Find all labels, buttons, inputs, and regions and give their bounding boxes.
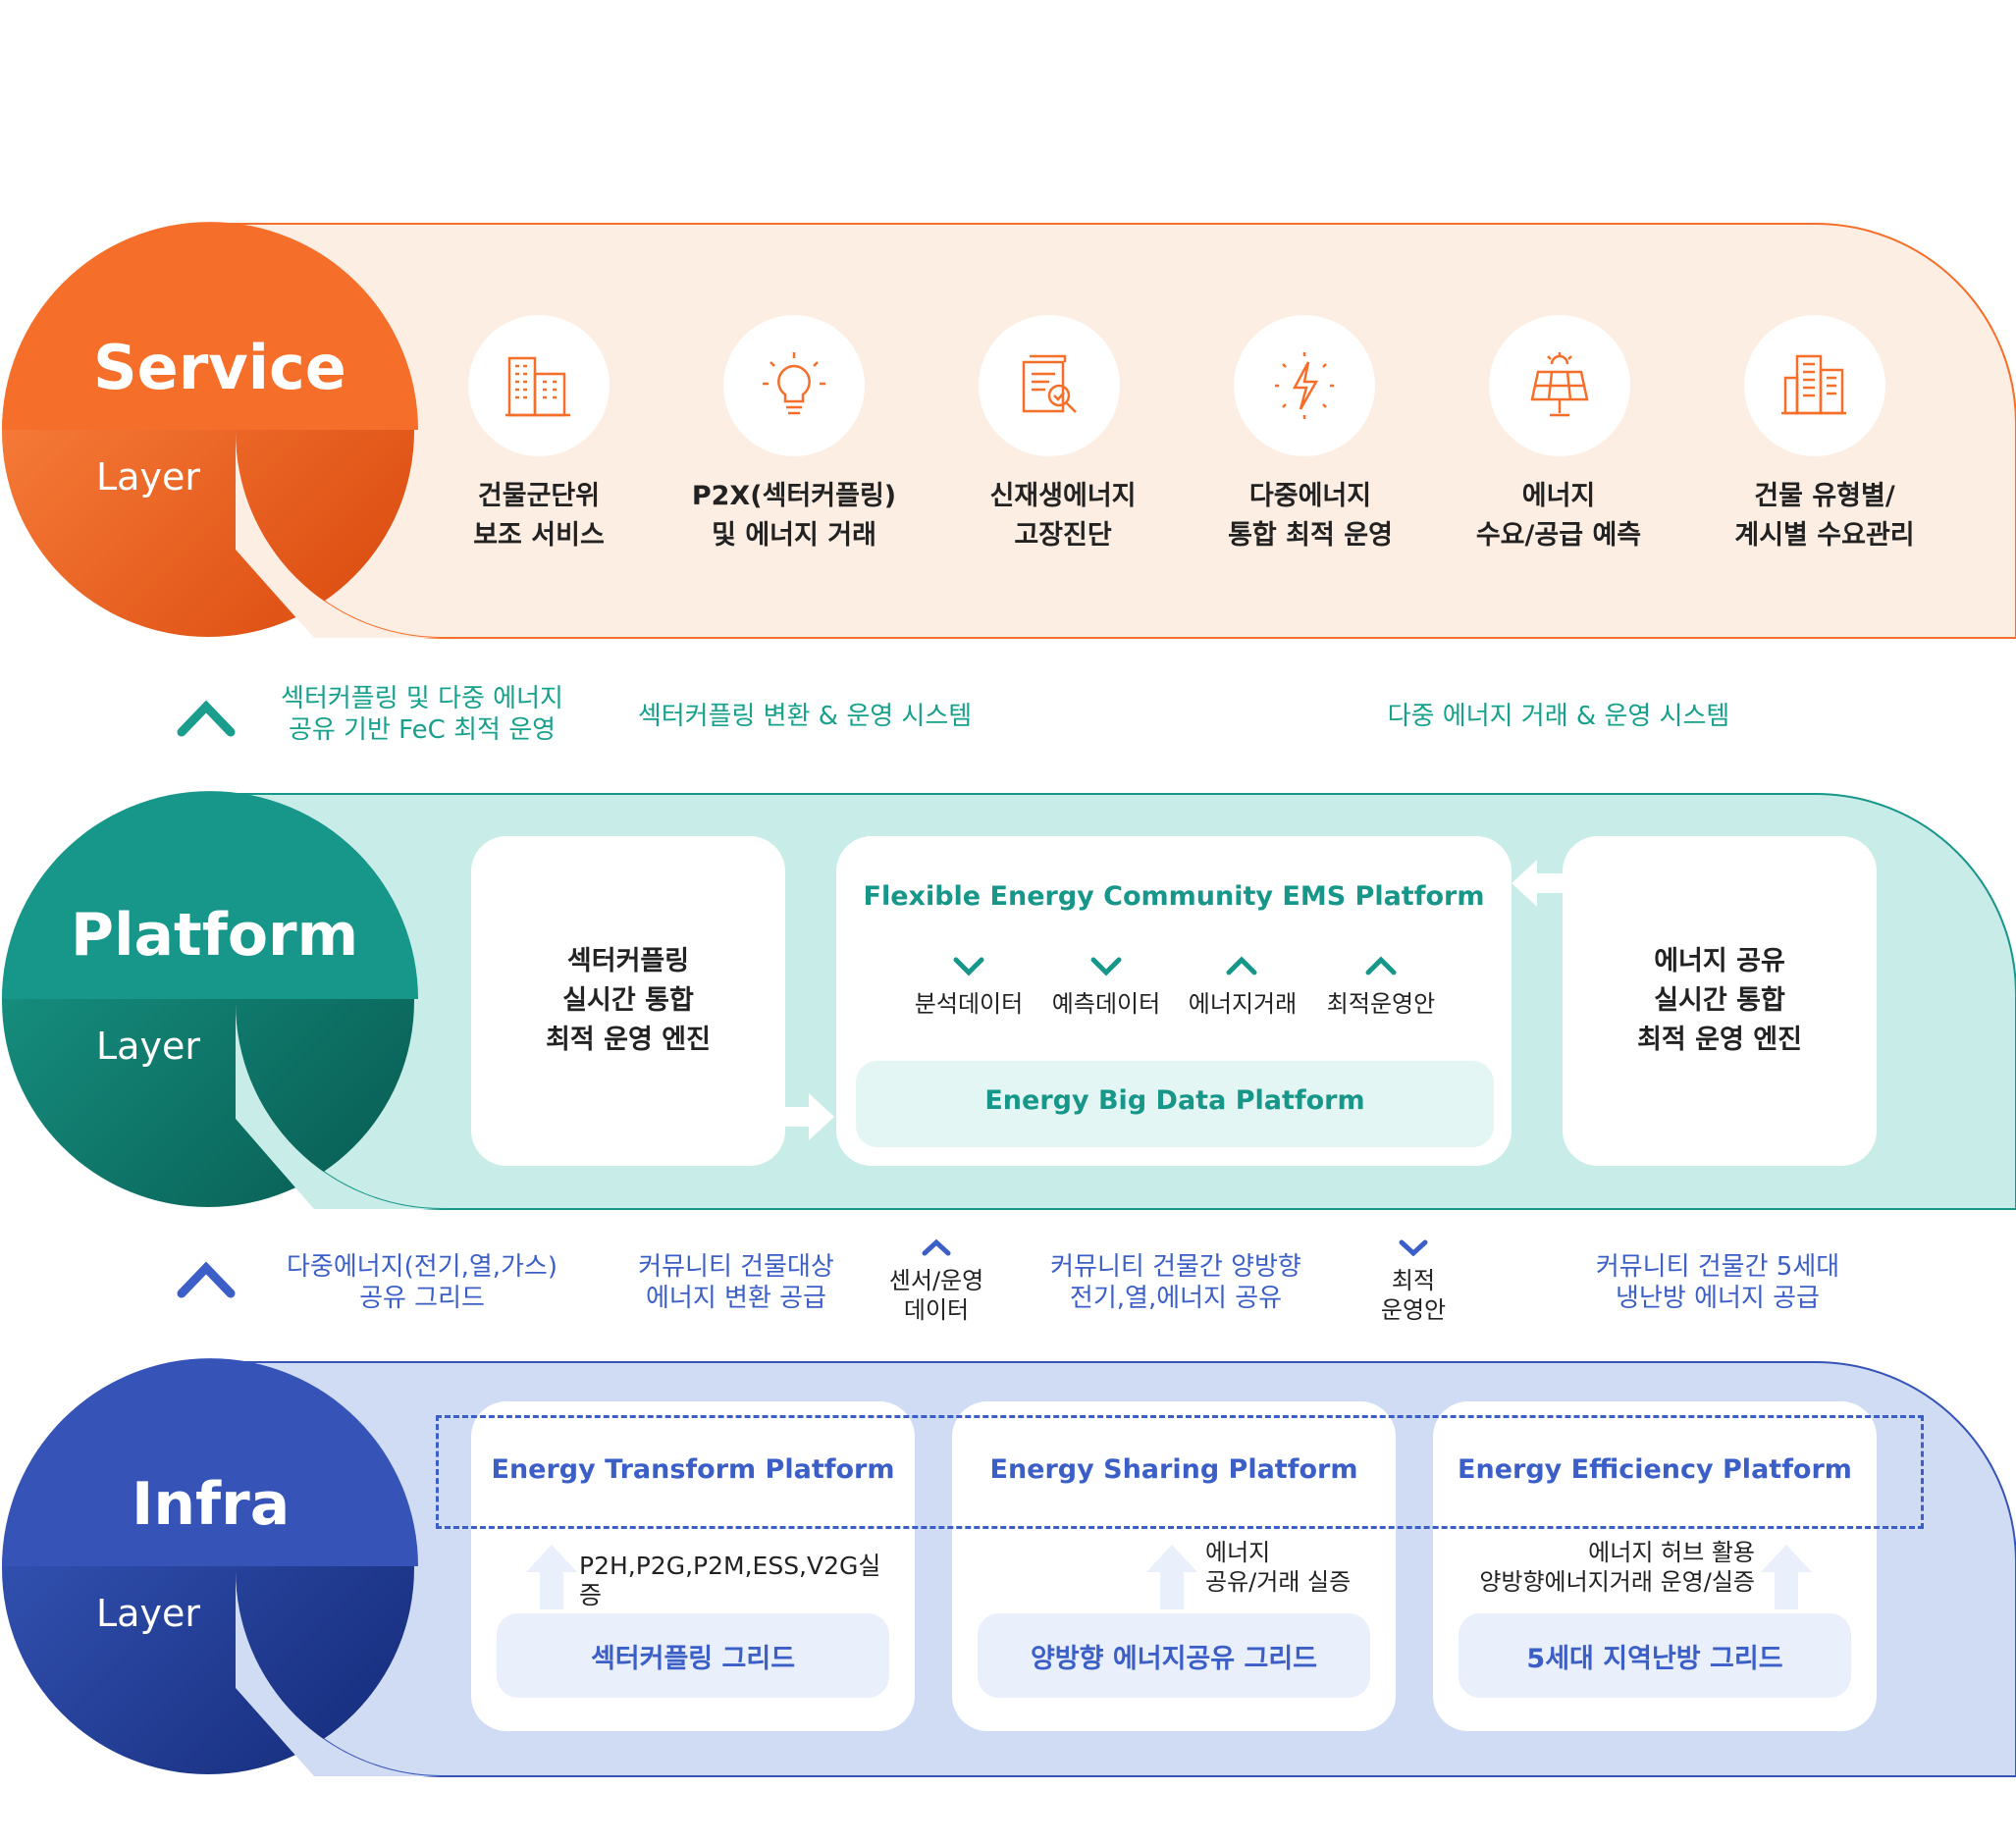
arrow-up-icon xyxy=(526,1545,577,1609)
arrow-right-icon xyxy=(779,1093,834,1140)
infra-card-title: Energy Transform Platform xyxy=(491,1454,895,1485)
infra-layer-title: Infra xyxy=(132,1470,291,1539)
grid-box: 5세대 지역난방 그리드 xyxy=(1459,1613,1851,1698)
infra-tab xyxy=(2,1358,418,1566)
chevron-up-icon xyxy=(1365,956,1397,975)
flow-label: 예측데이터 xyxy=(1051,990,1161,1018)
grid-box: 양방향 에너지공유 그리드 xyxy=(978,1613,1370,1698)
infra-card-title: Energy Sharing Platform xyxy=(989,1454,1358,1485)
infra-card-note: 에너지 허브 활용 양방향에너지거래 운영/실증 xyxy=(1479,1539,1755,1596)
link-label: 커뮤니티 건물대상 에너지 변환 공급 xyxy=(638,1252,834,1313)
arrow-up-icon xyxy=(1761,1545,1812,1609)
energy-sharing-engine-card xyxy=(1563,836,1877,1166)
service-band xyxy=(206,223,2016,639)
service-layer-subtitle: Layer xyxy=(96,455,200,499)
document-inspect-icon xyxy=(979,315,1120,456)
chevron-down-icon xyxy=(953,957,984,976)
chevron-down-icon xyxy=(1399,1239,1428,1256)
arrow-left-icon xyxy=(1512,860,1566,907)
service-item-label: P2X(섹터커플링) 및 에너지 거래 xyxy=(691,481,897,551)
chevron-down-icon xyxy=(1090,957,1122,976)
chevron-up-icon xyxy=(177,1261,236,1298)
link-label: 최적 운영안 xyxy=(1380,1267,1447,1324)
flow-label: 분석데이터 xyxy=(914,990,1024,1018)
bigdata-label: Energy Big Data Platform xyxy=(984,1085,1365,1116)
building-cluster-icon xyxy=(468,315,610,456)
lightning-icon xyxy=(1234,315,1375,456)
link-label: 다중 에너지 거래 & 운영 시스템 xyxy=(1387,702,1730,731)
lightbulb-icon xyxy=(723,315,865,456)
service-item-label: 건물군단위 보조 서비스 xyxy=(473,481,605,551)
chevron-up-icon xyxy=(1226,956,1257,975)
link-label: 커뮤니티 건물간 양방향 전기,열,에너지 공유 xyxy=(1050,1252,1301,1313)
flow-label: 최적운영안 xyxy=(1326,990,1436,1018)
platform-group-outline xyxy=(436,1415,1924,1529)
energy-sharing-engine-label: 에너지 공유 실시간 통합 최적 운영 엔진 xyxy=(1637,946,1802,1055)
link-label: 섹터커플링 및 다중 에너지 공유 기반 FeC 최적 운영 xyxy=(281,684,563,745)
link-label: 센서/운영 데이터 xyxy=(888,1267,984,1324)
chevron-up-icon xyxy=(177,700,236,737)
sector-coupling-engine-card xyxy=(471,836,785,1166)
link-label: 섹터커플링 변환 & 운영 시스템 xyxy=(637,702,973,731)
grid-box: 섹터커플링 그리드 xyxy=(497,1613,889,1698)
arrow-up-icon xyxy=(1146,1545,1197,1609)
office-buildings-icon xyxy=(1744,315,1885,456)
ems-platform-title: Flexible Energy Community EMS Platform xyxy=(863,881,1485,912)
infra-card-note: P2H,P2G,P2M,ESS,V2G실증 xyxy=(579,1552,881,1609)
chevron-up-icon xyxy=(922,1238,951,1256)
solar-panel-icon xyxy=(1489,315,1630,456)
infra-card-title: Energy Efficiency Platform xyxy=(1458,1454,1852,1485)
sector-coupling-engine-label: 섹터커플링 실시간 통합 최적 운영 엔진 xyxy=(546,946,711,1055)
service-item-label: 에너지 수요/공급 예측 xyxy=(1475,481,1642,551)
service-item-label: 신재생에너지 고장진단 xyxy=(989,481,1137,551)
bigdata-box xyxy=(856,1061,1494,1147)
platform-layer-title: Platform xyxy=(71,901,359,970)
platform-tab xyxy=(2,791,418,999)
flow-chevrons xyxy=(953,956,1397,976)
infra-card-note: 에너지 공유/거래 실증 xyxy=(1205,1539,1352,1596)
infra-layer-subtitle: Layer xyxy=(96,1592,200,1635)
link-label: 커뮤니티 건물간 5세대 냉난방 에너지 공급 xyxy=(1595,1252,1840,1313)
service-tab xyxy=(2,222,418,430)
flow-label: 에너지거래 xyxy=(1188,990,1298,1018)
platform-layer-subtitle: Layer xyxy=(96,1025,200,1068)
service-layer-title: Service xyxy=(93,332,346,403)
service-item-label: 건물 유형별/ 계시별 수요관리 xyxy=(1734,481,1915,551)
service-item-label: 다중에너지 통합 최적 운영 xyxy=(1228,481,1393,551)
link-label: 다중에너지(전기,열,가스) 공유 그리드 xyxy=(286,1252,558,1313)
